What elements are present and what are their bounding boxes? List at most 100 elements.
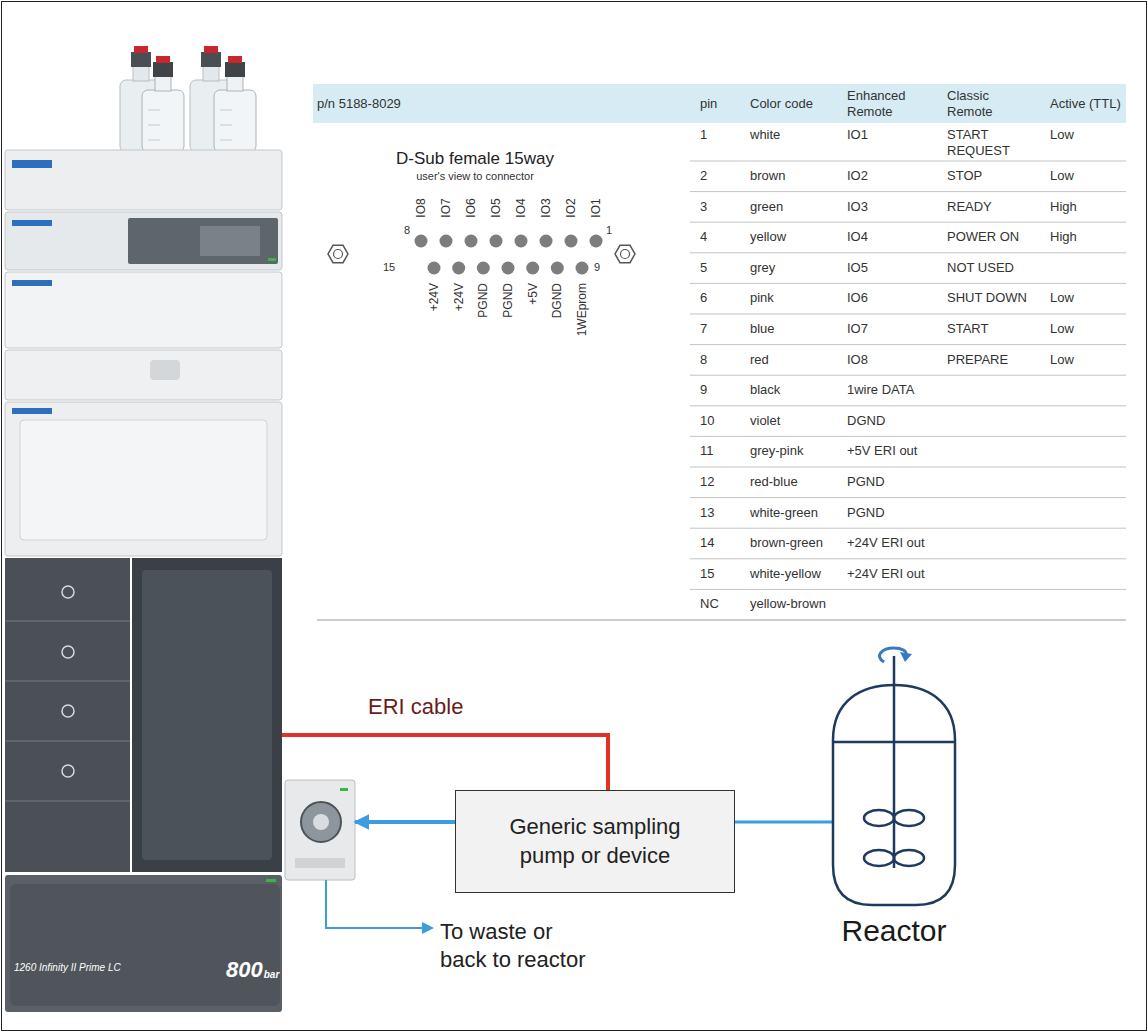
table-cell: white-yellow [750, 566, 845, 582]
reactor-outline [832, 640, 956, 950]
table-cell: 4 [700, 229, 745, 245]
dsub-connector [334, 250, 343, 259]
table-cell: 9 [700, 382, 745, 398]
table-cell: IO8 [847, 352, 942, 368]
table-cell: 12 [700, 474, 745, 490]
table-rules [690, 283, 1126, 284]
table-cell: 10 [700, 413, 745, 429]
valve-module [313, 814, 329, 830]
solvent-bottles [148, 110, 232, 140]
lc-modules [10, 884, 280, 1006]
sampling-device-box: Generic sampling pump or device [455, 790, 735, 893]
lc-modules [132, 558, 282, 872]
waste-outlet-arrow [326, 880, 423, 928]
table-cell: 1wire DATA [847, 382, 942, 398]
table-cell: red-blue [750, 474, 845, 490]
dsub-connector [440, 235, 453, 248]
lc-modules [5, 150, 282, 210]
pin-number: 1 [606, 224, 612, 238]
dsub-connector [565, 235, 578, 248]
table-cell: +24V ERI out [847, 535, 942, 551]
dsub-connector [615, 245, 635, 262]
lc-modules [5, 402, 282, 556]
table-header: Color code [750, 96, 813, 112]
table-cell: grey [750, 260, 845, 276]
lc-modules [266, 879, 276, 882]
pin-signal-name: IO2 [564, 198, 579, 217]
table-cell: +5V ERI out [847, 443, 942, 459]
lc-modules [5, 740, 130, 742]
pressure-rating: 800 [226, 956, 263, 984]
lc-modules [20, 420, 267, 540]
lc-modules [62, 765, 74, 777]
lc-modules [5, 212, 282, 270]
table-cell: 5 [700, 260, 745, 276]
connector-line [355, 735, 608, 790]
reactor-vessel: Reactor [832, 640, 956, 950]
table-rules [313, 84, 1126, 123]
dsub-connector [526, 262, 539, 275]
table-rules [690, 161, 1126, 589]
solvent-bottles [153, 62, 173, 77]
solvent-bottles [156, 56, 170, 63]
pin-signal-name: 1WEprom [575, 283, 590, 336]
table-rules [690, 497, 1126, 498]
lc-modules [5, 620, 130, 622]
table-cell: brown-green [750, 535, 845, 551]
table-cell: red [750, 352, 845, 368]
table-header: pin [700, 96, 717, 112]
table-cell: PREPARE [947, 352, 1047, 368]
table-header: Classic Remote [947, 88, 1017, 121]
table-cell: white-green [750, 505, 845, 521]
dsub-connector [540, 235, 553, 248]
table-header: Active (TTL) [1050, 96, 1121, 112]
table-cell: High [1050, 199, 1126, 215]
dsub-connector [328, 235, 635, 275]
table-cell: white [750, 127, 845, 143]
solvent-bottles [220, 110, 232, 111]
table-cell: 15 [700, 566, 745, 582]
table-cell: IO3 [847, 199, 942, 215]
lc-modules [5, 350, 282, 400]
connector-title: D-Sub female 15way [345, 148, 605, 169]
reactor-outline [833, 656, 955, 905]
impeller-blade [864, 810, 894, 826]
lc-modules [5, 272, 282, 348]
cable-label: ERI cable [368, 693, 463, 721]
table-cell: Low [1050, 290, 1126, 306]
pin-signal-name: +5V [525, 283, 540, 305]
dsub-connector [477, 262, 490, 275]
table-cell: NC [700, 596, 745, 612]
dsub-connector [465, 235, 478, 248]
lc-modules [62, 586, 74, 777]
table-cell: SHUT DOWN [947, 290, 1047, 306]
stirrer-shaft [893, 656, 896, 868]
table-cell: NOT USED [947, 260, 1047, 276]
solvent-bottles [228, 56, 242, 63]
solvent-bottles [148, 140, 160, 141]
pin-signal-name: IO7 [439, 198, 454, 217]
impeller-blade [894, 850, 924, 866]
pin-signal-name: +24V [451, 283, 466, 311]
dsub-connector [415, 235, 603, 275]
waste-outlet-arrow [422, 922, 434, 934]
table-cell: 2 [700, 168, 745, 184]
table-cell: brown [750, 168, 845, 184]
table-cell: yellow-brown [750, 596, 845, 612]
lc-modules [5, 875, 282, 1012]
pin-signal-name: IO6 [464, 198, 479, 217]
table-rules [690, 314, 1126, 315]
pin-signal-name: +24V [427, 283, 442, 311]
solvent-bottles [227, 76, 243, 91]
table-cell: 3 [700, 199, 745, 215]
table-cell: yellow [750, 229, 845, 245]
table-rules [690, 222, 1126, 223]
waste-outlet-arrow [326, 880, 434, 934]
pin-signal-name: IO3 [539, 198, 554, 217]
solvent-bottles [148, 125, 160, 126]
solvent-bottles [225, 62, 245, 77]
table-cell: IO1 [847, 127, 942, 143]
table-cell: black [750, 382, 845, 398]
dsub-connector [452, 262, 465, 275]
